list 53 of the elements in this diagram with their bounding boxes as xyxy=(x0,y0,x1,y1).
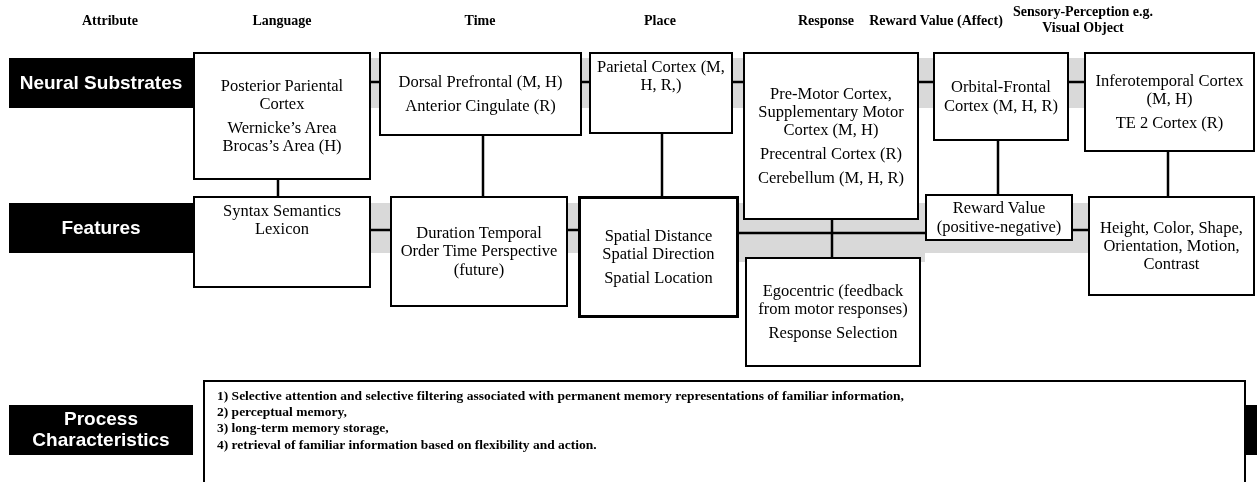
box-text: Anterior Cingulate (R) xyxy=(405,97,556,116)
box-text: Height, Color, Shape, Orientation, Motion, Contrast xyxy=(1099,218,1244,274)
box-text: Duration Temporal Order Time Perspective (future) xyxy=(399,224,559,279)
column-header: Reward Value (Affect) xyxy=(869,13,1003,30)
box-text: Parietal Cortex (M, H, R,) xyxy=(596,58,726,95)
box-text: Inferotemporal Cortex (M, H) xyxy=(1094,71,1245,109)
box-text: Orbital-Frontal Cortex (M, H, R) xyxy=(942,78,1060,115)
box-text: Cerebellum (M, H, R) xyxy=(757,169,905,188)
text-box xyxy=(933,52,1069,141)
column-header: Time xyxy=(464,13,496,30)
connector-line xyxy=(660,134,664,196)
column-header: Attribute xyxy=(82,13,138,30)
box-text: Wernicke’s Area Brocas’s Area (H) xyxy=(221,119,343,156)
text-box xyxy=(578,196,739,318)
connector-line xyxy=(739,231,925,235)
text-box xyxy=(743,52,919,220)
list-item: 2) perceptual memory, xyxy=(217,404,348,421)
connector-line xyxy=(830,220,834,257)
row-heading-bar: Features xyxy=(9,203,193,253)
connector-line xyxy=(371,228,390,232)
box-text: Spatial Distance Spatial Direction xyxy=(601,226,716,264)
list-item: 4) retrieval of familiar information based on flexibility and action. xyxy=(217,436,598,453)
text-box xyxy=(390,196,568,307)
box-text: Posterior Pariental Cortex xyxy=(219,76,345,113)
text-box xyxy=(1084,52,1255,152)
box-text: Reward Value (positive-negative) xyxy=(935,199,1063,236)
box-text: Dorsal Prefrontal (M, H) xyxy=(398,72,563,91)
column-header: Place xyxy=(644,13,676,30)
column-header: Language xyxy=(252,13,312,30)
box-text: Syntax Semantics Lexicon xyxy=(222,202,342,239)
text-box xyxy=(925,194,1073,241)
connector-line xyxy=(996,141,1000,194)
text-box xyxy=(193,196,371,288)
connector-line xyxy=(481,136,485,196)
box-text: Precentral Cortex (R) xyxy=(760,145,902,164)
text-box xyxy=(1088,196,1255,296)
text-box xyxy=(193,52,371,180)
characteristics-box xyxy=(203,380,1246,482)
connector-line xyxy=(1166,152,1170,196)
box-text: TE 2 Cortex (R) xyxy=(1115,114,1224,133)
text-box xyxy=(589,52,733,134)
column-header: Sensory-Perception e.g. Visual Object xyxy=(1011,4,1155,37)
column-header: Response xyxy=(798,13,854,30)
row-heading-bar: Neural Substrates xyxy=(9,58,193,108)
row-heading-bar: Process Characteristics xyxy=(9,405,193,455)
list-item: 3) long-term memory storage, xyxy=(217,420,390,437)
text-box xyxy=(745,257,921,367)
list-item: 1) Selective attention and selective filtering associated with permanent memory representations of familiar information, xyxy=(217,388,905,405)
box-text: Pre-Motor Cortex, Supplementary Motor Cortex (M, H) xyxy=(757,84,905,140)
text-box xyxy=(379,52,582,136)
box-text: Spatial Location xyxy=(604,269,713,288)
box-text: Egocentric (feedback from motor responses) xyxy=(757,281,909,319)
box-text: Response Selection xyxy=(768,324,898,343)
